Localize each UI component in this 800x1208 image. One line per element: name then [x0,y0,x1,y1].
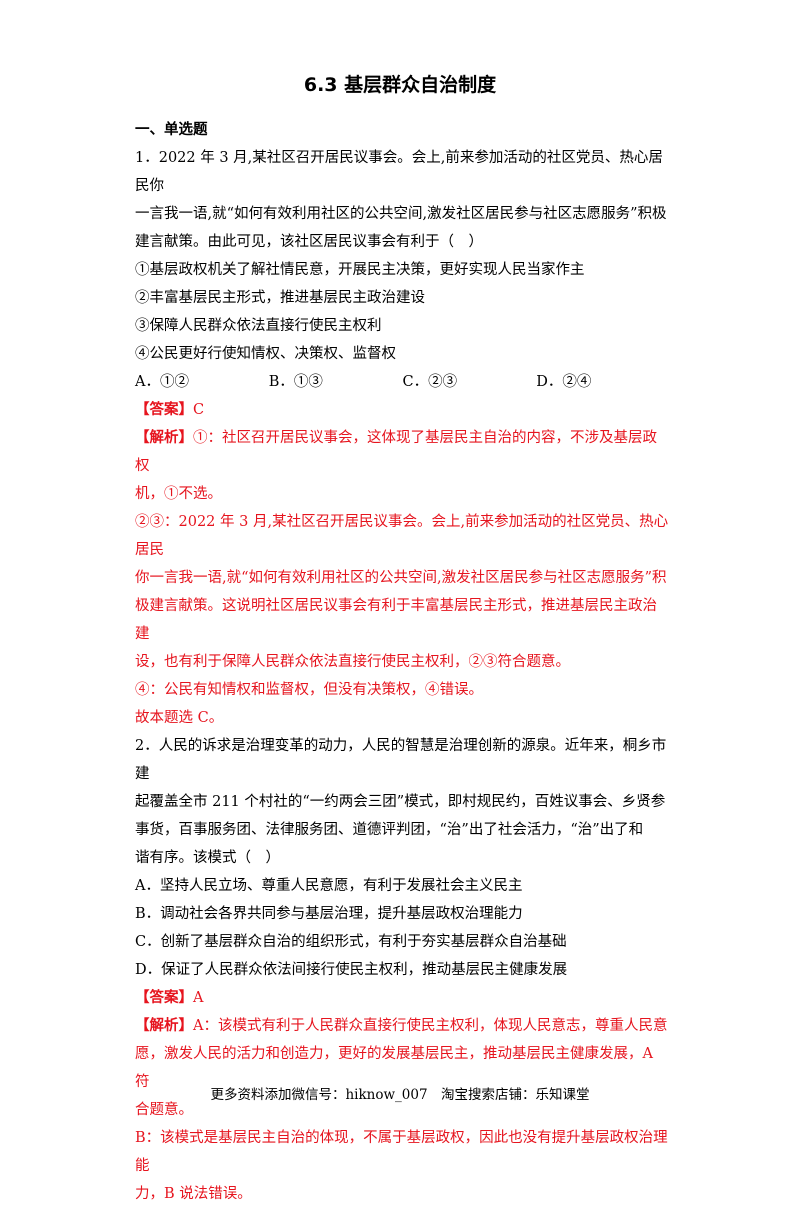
question-text-line: 事货，百事服务团、法律服务团、道德评判团，“治”出了社会活力，“治”出了和 [135,822,644,838]
answer-options: A．①② B．①③ C．②③ D．②④ [135,368,670,396]
question-1: 1．2022 年 3 月,某社区召开居民议事会。会上,前来参加活动的社区党员、热… [135,144,670,732]
analysis-line: B：该模式是基层民主自治的体现，不属于基层政权，因此也没有提升基层政权治理能 [135,1130,668,1174]
analysis-line: 极建言献策。这说明社区居民议事会有利于丰富基层民主形式，推进基层民主政治建 [135,598,657,642]
analysis-line: 合题意。 [135,1102,193,1118]
analysis-line: 【解析】①：社区召开居民议事会，这体现了基层民主自治的内容，不涉及基层政权 [135,424,670,480]
analysis-line: ④：公民有知情权和监督权，但没有决策权，④错误。 [135,682,483,698]
analysis-line: 愿，激发人民的活力和创造力，更好的发展基层民主，推动基层民主健康发展，A 符 [135,1046,653,1090]
page-footer: 更多资料添加微信号：hiknow_007 淘宝搜索店铺：乐知课堂 [210,1087,590,1103]
option-c: C．创新了基层群众自治的组织形式，有利于夯实基层群众自治基础 [135,934,567,950]
page-title: 6.3 基层群众自治制度 [303,74,497,96]
question-text-line: 一言我一语,就“如何有效利用社区的公共空间,激发社区居民参与社区志愿服务”积极 [135,206,667,222]
answer-line: 【答案】A [135,984,670,1012]
analysis-text: A：该模式有利于人民群众直接行使民主权利，体现人民意志，尊重人民意 [193,1018,668,1034]
question-text-line: 建言献策。由此可见，该社区居民议事会有利于（ ） [135,234,483,250]
analysis-tag: 【解析】 [135,1017,193,1034]
question-text-line: 1．2022 年 3 月,某社区召开居民议事会。会上,前来参加活动的社区党员、热… [135,150,663,194]
document-page: 6.3 基层群众自治制度 一、单选题 1．2022 年 3 月,某社区召开居民议… [135,74,668,1202]
analysis-line: 你一言我一语,就“如何有效利用社区的公共空间,激发社区居民参与社区志愿服务”积 [135,570,667,586]
answer-tag: 【答案】 [135,989,193,1006]
analysis-line: 机，①不选。 [135,486,222,502]
question-text-line: 谐有序。该模式（ ） [135,850,280,866]
analysis-tag: 【解析】 [135,429,193,446]
content: 一、单选题 1．2022 年 3 月,某社区召开居民议事会。会上,前来参加活动的… [135,116,670,1208]
option-d: D．②④ [536,374,592,390]
statement-item: ①基层政权机关了解社情民意，开展民主决策，更好实现人民当家作主 [135,262,585,278]
option-b: B．①③ [268,374,323,390]
answer-value: A [193,990,204,1006]
option-a: A．坚持人民立场、尊重人民意愿，有利于发展社会主义民主 [135,878,523,894]
statement-item: ②丰富基层民主形式，推进基层民主政治建设 [135,290,425,306]
analysis-line: 设，也有利于保障人民群众依法直接行使民主权利，②③符合题意。 [135,654,570,670]
analysis-line: ②③：2022 年 3 月,某社区召开居民议事会。会上,前来参加活动的社区党员、… [135,514,669,558]
answer-value: C [193,402,205,418]
statement-item: ③保障人民群众依法直接行使民主权利 [135,318,382,334]
answer-tag: 【答案】 [135,401,193,418]
question-text-line: 起覆盖全市 211 个村社的“一约两会三团”模式，即村规民约，百姓议事会、乡贤参 [135,794,666,810]
analysis-line: 【解析】A：该模式有利于人民群众直接行使民主权利，体现人民意志，尊重人民意 [135,1012,670,1040]
section-heading: 一、单选题 [135,122,208,138]
option-b: B．调动社会各界共同参与基层治理，提升基层政权治理能力 [135,906,523,922]
answer-line: 【答案】C [135,396,670,424]
question-2: 2．人民的诉求是治理变革的动力，人民的智慧是治理创新的源泉。近年来，桐乡市建 起… [135,732,670,1208]
analysis-line: 力，B 说法错误。 [135,1186,252,1202]
option-c: C．②③ [402,374,458,390]
option-a: A．①② [135,374,189,390]
option-d: D．保证了人民群众依法间接行使民主权利，推动基层民主健康发展 [135,962,568,978]
statement-item: ④公民更好行使知情权、决策权、监督权 [135,346,396,362]
analysis-text: ①：社区召开居民议事会，这体现了基层民主自治的内容，不涉及基层政权 [135,430,657,474]
analysis-line: 故本题选 C。 [135,710,224,726]
question-text-line: 2．人民的诉求是治理变革的动力，人民的智慧是治理创新的源泉。近年来，桐乡市建 [135,738,667,782]
